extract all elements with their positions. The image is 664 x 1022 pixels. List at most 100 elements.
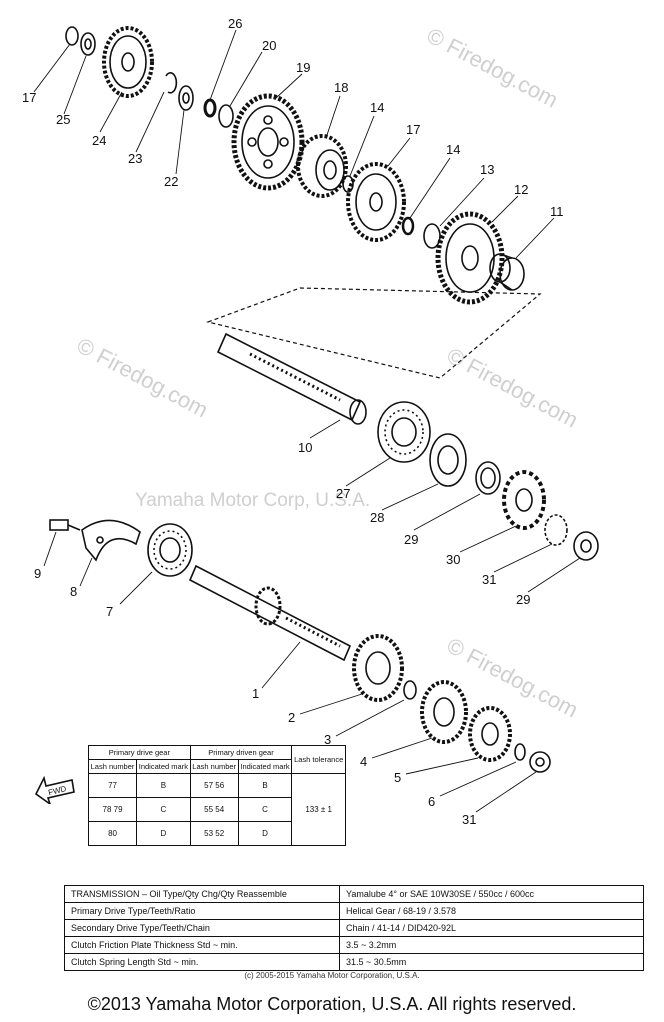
part-label-5: 5: [394, 770, 401, 785]
part-label-21: 23: [128, 151, 142, 166]
part-label-9: 9: [34, 566, 41, 581]
bearing-25: [377, 401, 431, 463]
gear-22: [102, 26, 154, 98]
table-row: Clutch Friction Plate Thickness Std ~ mi…: [64, 936, 644, 954]
part-label-2: 2: [288, 710, 295, 725]
table-row: TRANSMISSION – Oil Type/Qty Chg/Qty Reas…: [64, 885, 644, 903]
nut-30: [573, 531, 599, 561]
spec-key: Clutch Friction Plate Thickness Std ~ mi…: [64, 936, 340, 954]
circlip-3: [403, 680, 417, 700]
circlip-14a: [342, 175, 354, 193]
gear-4: [420, 680, 468, 744]
lash-col-tolerance: Lash tolerance: [291, 745, 346, 774]
table-cell: B: [136, 773, 191, 798]
washer-20: [178, 85, 194, 111]
part-label-19: 17: [22, 90, 36, 105]
lash-col-driven-mark: Indicated mark: [237, 759, 293, 774]
lash-group-drive: Primary drive gear: [88, 745, 191, 760]
transmission-spec-table: TRANSMISSION – Oil Type/Qty Chg/Qty Reas…: [64, 885, 644, 971]
part-label-11: 11: [550, 204, 564, 219]
lockwasher-29: [544, 514, 568, 546]
spec-value: 3.5 ~ 3.2mm: [339, 936, 644, 954]
table-cell: 77: [87, 773, 138, 798]
part-label-10: 10: [298, 440, 312, 455]
lash-group-driven: Primary driven gear: [189, 745, 293, 760]
part-label-18: 20: [262, 38, 276, 53]
part-label-3: 3: [324, 732, 331, 747]
table-cell: 78 79: [87, 797, 138, 822]
sprocket-28: [502, 470, 546, 530]
forward-arrow-icon: FWD: [34, 775, 75, 804]
circlip-21: [165, 72, 178, 94]
part-label-1: 1: [252, 686, 259, 701]
circlip-19: [65, 26, 79, 46]
part-label-7: 7: [106, 604, 113, 619]
lash-col-drive-number: Lash number: [87, 759, 138, 774]
part-label-15: 17: [406, 122, 420, 137]
part-label-29: 31: [482, 572, 496, 587]
part-label-16: 18: [334, 80, 348, 95]
lash-tolerance-value: 133 ± 1: [291, 773, 346, 846]
part-label-8: 8: [70, 584, 77, 599]
table-cell: 53 52: [189, 821, 239, 846]
table-row: 80 D 53 52 D: [87, 821, 346, 846]
part-label-26: 28: [370, 510, 384, 525]
gear-5: [468, 706, 512, 762]
footer-copyright: ©2013 Yamaha Motor Corporation, U.S.A. A…: [87, 994, 577, 1014]
washer-23: [80, 32, 96, 56]
part-label-6: 6: [428, 794, 435, 809]
part-label-13: 13: [480, 162, 494, 177]
gear-15: [346, 162, 406, 242]
main-axle-10: [216, 332, 367, 425]
part-label-28: 30: [446, 552, 460, 567]
lash-table: Primary drive gear Primary driven gear L…: [87, 745, 346, 846]
table-cell: 55 54: [189, 797, 239, 822]
spec-key: Clutch Spring Length Std ~ min.: [64, 953, 340, 971]
bushing-11: [489, 253, 525, 291]
part-label-12: 12: [514, 182, 528, 197]
spec-value: Chain / 41-14 / DID420-92L: [339, 919, 644, 937]
part-label-17: 19: [296, 60, 310, 75]
table-row: 77 B 57 56 B 133 ± 1: [87, 773, 346, 846]
table-row: Clutch Spring Length Std ~ min. 31.5 ~ 3…: [64, 953, 644, 971]
forward-arrow-label: FWD: [47, 784, 67, 797]
bearing-7: [147, 523, 193, 577]
spec-value: 31.5 ~ 30.5mm: [339, 953, 644, 971]
lash-col-driven-number: Lash number: [189, 759, 239, 774]
washer-13: [423, 223, 441, 249]
part-label-25: 27: [336, 486, 350, 501]
part-label-4: 4: [360, 754, 367, 769]
bushing-31: [529, 751, 551, 773]
part-label-23: 25: [56, 112, 70, 127]
spacer-27: [475, 461, 501, 495]
table-row: Primary Drive Type/Teeth/Ratio Helical G…: [64, 902, 644, 920]
table-cell: D: [136, 821, 191, 846]
part-label-24: 26: [228, 16, 242, 31]
washer-18: [218, 104, 234, 128]
circlip-14b: [401, 216, 415, 236]
spec-copyright: (c) 2005-2015 Yamaha Motor Corporation, …: [244, 971, 420, 980]
circlip-6: [514, 743, 526, 761]
gear-2: [352, 634, 404, 702]
spec-value: Yamalube 4° or SAE 10W30SE / 550cc / 600…: [339, 885, 644, 903]
table-cell: D: [237, 821, 293, 846]
seal-26: [429, 433, 467, 487]
table-cell: 80: [87, 821, 138, 846]
watermark-center: Yamaha Motor Corp, U.S.A.: [135, 490, 371, 511]
spec-key: Secondary Drive Type/Teeth/Chain: [64, 919, 340, 937]
table-cell: 57 56: [189, 773, 239, 798]
gear-16: [296, 134, 348, 198]
drive-axle-1: [188, 564, 352, 662]
part-label-14a: 14: [370, 100, 384, 115]
gear-17: [231, 93, 305, 191]
part-label-30: 29: [516, 592, 530, 607]
part-label-22: 24: [92, 133, 106, 148]
spec-key: Primary Drive Type/Teeth/Ratio: [64, 902, 340, 920]
circlip-24: [203, 98, 217, 118]
table-cell: C: [136, 797, 191, 822]
table-cell: B: [237, 773, 293, 798]
lash-col-drive-mark: Indicated mark: [136, 759, 191, 774]
bolt-9: [49, 519, 81, 531]
plate-8: [81, 519, 141, 562]
